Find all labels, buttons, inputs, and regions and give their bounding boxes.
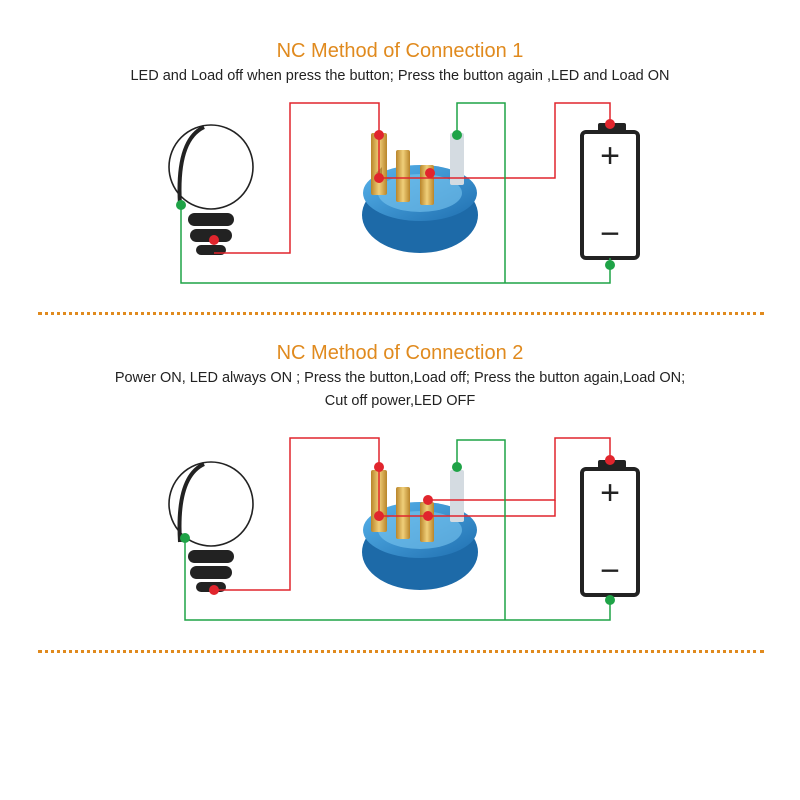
diagram-1: + −: [168, 102, 640, 284]
battery-icon: [580, 460, 640, 597]
bulb-icon: [168, 124, 254, 255]
battery-minus-label: −: [600, 552, 620, 590]
section-2-title: NC Method of Connection 2: [276, 342, 524, 364]
divider-2: [38, 650, 764, 653]
battery-minus-label: −: [600, 215, 620, 253]
battery-plus-label: +: [600, 474, 620, 512]
section-1-description: LED and Load off when press the button; …: [130, 68, 670, 84]
battery-plus-label: +: [600, 137, 620, 175]
diagram-2: + −: [168, 437, 640, 621]
connection-dots: [180, 455, 615, 605]
divider-1: [38, 312, 764, 315]
connection-dots: [176, 119, 615, 270]
section-1-title: NC Method of Connection 1: [276, 40, 524, 62]
section-2-description-line-2: Cut off power,LED OFF: [324, 393, 476, 409]
green-wires: [184, 439, 611, 621]
bulb-icon: [168, 461, 254, 592]
section-2-description-line-1: Power ON, LED always ON ; Press the butt…: [114, 370, 686, 386]
green-wires: [180, 102, 611, 284]
